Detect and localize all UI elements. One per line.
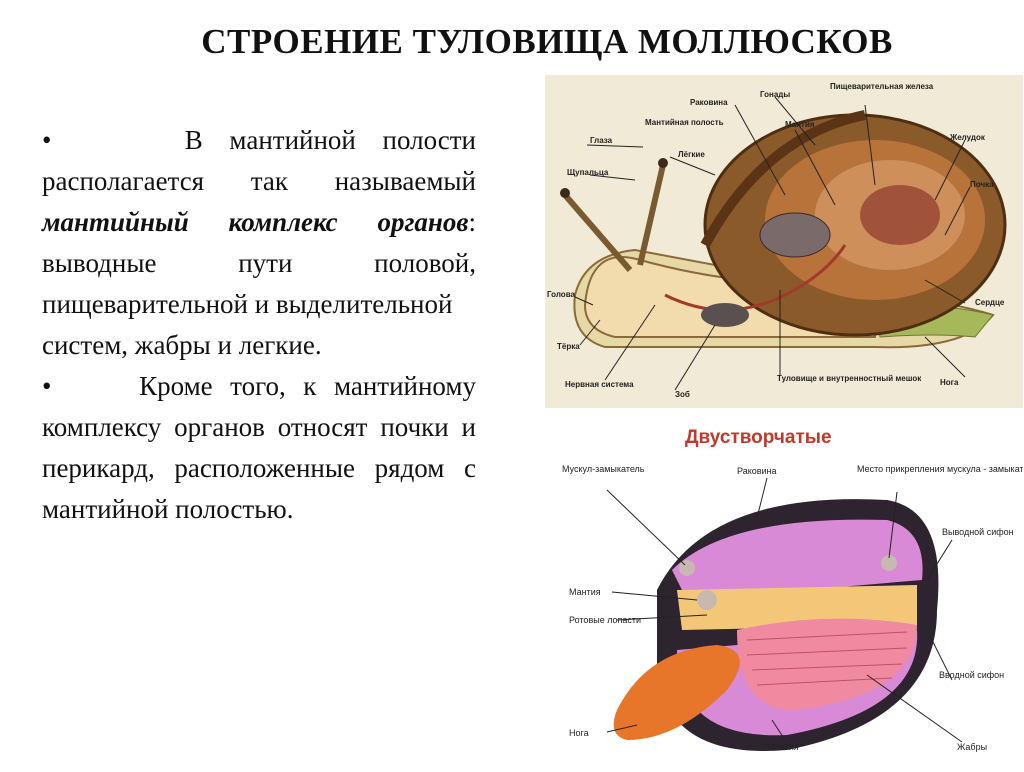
p1-post: : выводные пути половой, пищеварительной… [42, 207, 476, 319]
label-adductor-muscle: Мускул-замыкатель [562, 464, 645, 474]
snail-anatomy-figure: Глаза Щупальца Голова Тёрка Нервная сист… [545, 75, 1023, 408]
label-foot: Нога [569, 728, 589, 738]
label-radula: Тёрка [557, 342, 580, 351]
label-mantle-cavity: Мантийная полость [645, 118, 724, 127]
label-mantle-bottom: Мантия [767, 742, 799, 752]
paragraph-1: • В мантийной полости располагается так … [42, 120, 476, 325]
bivalve-anatomy-figure: Двустворчатые [557, 420, 1024, 767]
label-crop: Зоб [675, 390, 690, 399]
label-heart: Сердце [975, 298, 1005, 307]
label-exhalant-siphon: Выводной сифон [942, 527, 1014, 537]
label-mantle: Мантия [785, 120, 815, 129]
label-trunk: Туловище и внутренностный мешок [777, 374, 922, 383]
label-oral-palps: Ротовые лопасти [569, 615, 641, 625]
label-foot: Нога [940, 378, 959, 387]
label-digestive-gland: Пищеварительная железа [830, 82, 934, 91]
label-lung: Лёгкие [678, 150, 705, 159]
label-nervous-system: Нервная система [565, 380, 634, 389]
label-gonads: Гонады [760, 90, 790, 99]
bullet: • [42, 125, 52, 155]
bullet: • [42, 371, 52, 401]
label-mantle: Мантия [569, 587, 601, 597]
label-stomach: Желудок [949, 133, 986, 142]
bivalve-title: Двустворчатые [685, 427, 832, 448]
label-gills: Жабры [957, 742, 987, 752]
p1-pre: В мантийной полости располагается так на… [42, 125, 476, 196]
paragraph-2: • Кроме того, к мантийному комплексу орг… [42, 366, 476, 530]
label-shell: Раковина [690, 98, 728, 107]
label-inhalant-siphon: Вводной сифон [939, 670, 1004, 680]
p2-text: Кроме того, к мантийному комплексу орган… [42, 371, 477, 524]
snail-illustration: Глаза Щупальца Голова Тёрка Нервная сист… [547, 82, 1007, 399]
label-kidney: Почка [970, 180, 994, 189]
label-muscle-attachment: Место прикрепления мускула - замыкателя [857, 464, 1023, 474]
label-shell: Раковина [737, 466, 777, 476]
slide-title: СТРОЕНИЕ ТУЛОВИЩА МОЛЛЮСКОВ [201, 22, 893, 61]
text-block: • В мантийной полости располагается так … [42, 120, 476, 530]
bivalve-illustration: Двустворчатые [562, 427, 1024, 752]
p1-last-line: систем, жабры и легкие. [42, 330, 322, 360]
p1-emphasis: мантийный комплекс органов [42, 207, 469, 237]
label-head: Голова [547, 290, 576, 299]
label-eyes: Глаза [590, 136, 613, 145]
label-tentacles: Щупальца [567, 168, 609, 177]
